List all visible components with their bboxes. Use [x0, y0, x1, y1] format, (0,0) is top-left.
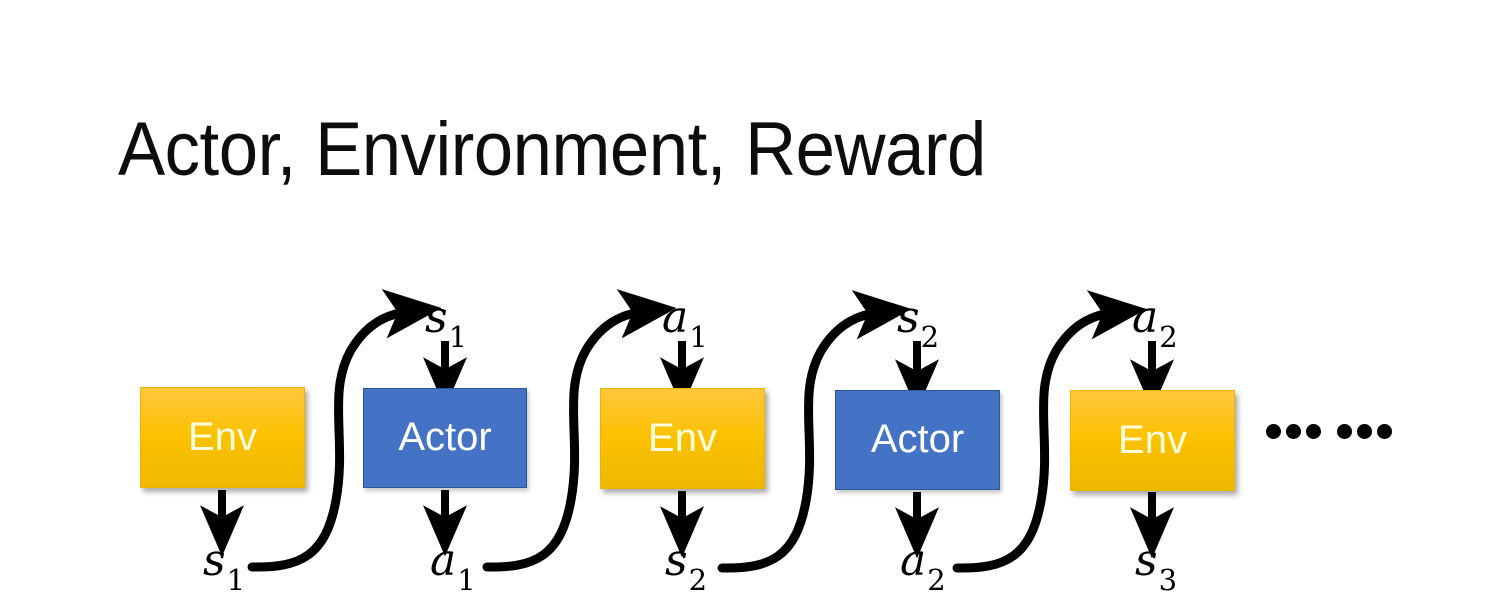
- node-env-1[interactable]: Env: [140, 387, 305, 488]
- node-label: Actor: [398, 415, 492, 459]
- curve-a1-feedforward: [482, 289, 677, 572]
- var-base: s: [897, 292, 920, 343]
- var-subscript: 1: [226, 562, 246, 597]
- var-base: a: [900, 535, 927, 586]
- var-subscript: 1: [457, 562, 476, 597]
- down-arrows-out-of-boxes: [200, 490, 1174, 559]
- label-bottom-s1: s1: [203, 539, 245, 595]
- var-base: s: [425, 292, 448, 343]
- label-top-a2: a2: [1132, 296, 1178, 352]
- var-subscript: 2: [1159, 319, 1178, 354]
- node-label: Actor: [870, 417, 965, 461]
- ellipsis-dot: [1306, 424, 1321, 439]
- label-top-s1: s1: [425, 296, 467, 352]
- down-arrows-into-boxes: [423, 341, 1174, 411]
- node-env-2[interactable]: Env: [600, 388, 765, 489]
- node-env-3[interactable]: Env: [1070, 390, 1235, 491]
- var-subscript: 1: [689, 319, 708, 354]
- ellipsis-dot: [1337, 424, 1352, 439]
- var-subscript: 2: [927, 562, 946, 597]
- label-bottom-s2: s2: [665, 539, 707, 595]
- node-label: Env: [188, 414, 257, 459]
- ellipsis-dot: [1357, 424, 1372, 439]
- node-actor-2[interactable]: Actor: [835, 390, 1000, 490]
- node-label: Env: [648, 415, 717, 460]
- ellipsis-dot: [1286, 424, 1301, 439]
- var-base: a: [662, 292, 689, 343]
- curve-s1-feedforward: [247, 289, 442, 572]
- label-bottom-a1: a1: [430, 539, 476, 595]
- ellipsis-dot: [1266, 424, 1281, 439]
- s-curve-connectors: [247, 289, 1147, 573]
- var-subscript: 1: [448, 319, 468, 354]
- curve-s2-feedforward: [717, 290, 912, 573]
- page-title: Actor, Environment, Reward: [118, 107, 986, 192]
- var-base: s: [1135, 535, 1158, 586]
- node-label: Env: [1118, 417, 1187, 462]
- var-base: s: [203, 535, 226, 586]
- var-base: a: [1132, 292, 1159, 343]
- ellipsis-gap: [1326, 431, 1332, 432]
- var-base: a: [430, 535, 457, 586]
- ellipsis-dot: [1377, 424, 1392, 439]
- var-subscript: 3: [1158, 562, 1178, 597]
- node-actor-1[interactable]: Actor: [363, 388, 527, 488]
- label-top-s2: s2: [897, 296, 939, 352]
- var-subscript: 2: [920, 319, 940, 354]
- var-subscript: 2: [688, 562, 708, 597]
- var-base: s: [665, 535, 688, 586]
- label-bottom-s3: s3: [1135, 539, 1177, 595]
- curve-a2-feedforward: [952, 290, 1147, 573]
- continuation-ellipsis: [1266, 424, 1392, 439]
- label-top-a1: a1: [662, 296, 708, 352]
- label-bottom-a2: a2: [900, 539, 946, 595]
